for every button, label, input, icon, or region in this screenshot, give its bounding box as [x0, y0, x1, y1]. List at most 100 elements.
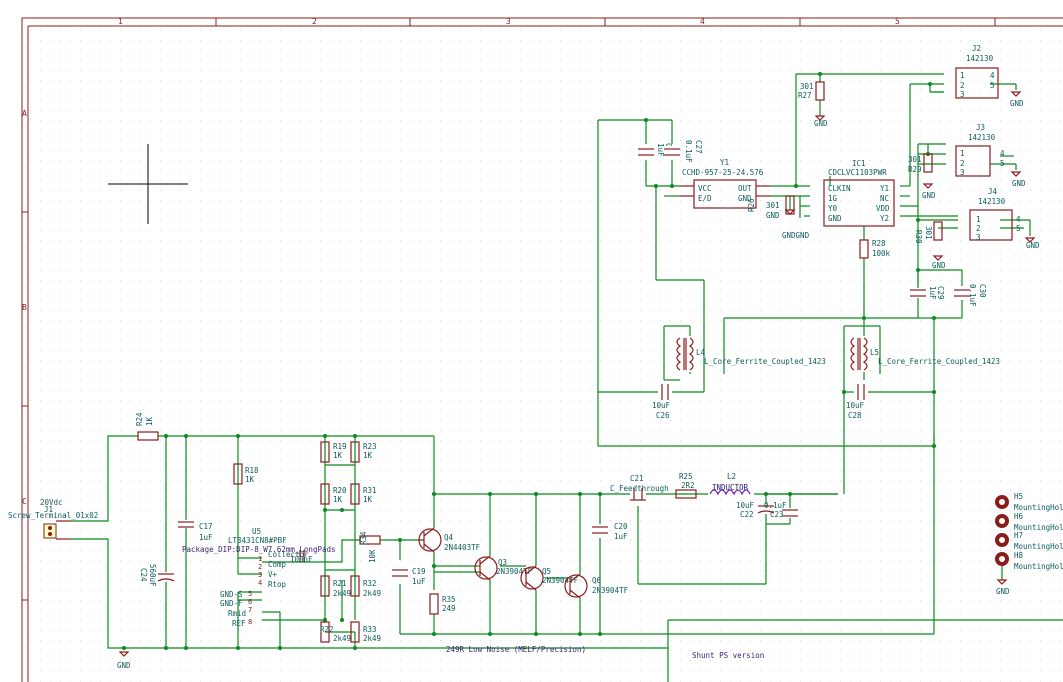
c21-value: C_Feedthrough — [610, 484, 669, 493]
r29-ref: R29 — [908, 165, 922, 174]
resistor-r22[interactable]: R22 2k49 — [320, 621, 351, 643]
u5-pin-gndf: GND-F — [220, 599, 243, 608]
resistor-r23[interactable]: R23 1K — [350, 441, 377, 463]
inductor-l2[interactable]: L2 INDUCTOR — [708, 472, 754, 498]
c23-value: 0.1uF — [764, 501, 787, 510]
connector-j3[interactable]: J3 142130 1 2 3 4 5 GND — [955, 123, 1026, 188]
capacitor-c23[interactable]: 0.1uF C23 — [764, 501, 798, 519]
l2-value: INDUCTOR — [712, 483, 749, 492]
r18-ref: R18 — [245, 466, 259, 475]
capacitor-c29[interactable]: 1uF C29 — [910, 286, 945, 300]
r30-value: 301 — [924, 226, 933, 240]
mounting-hole-h8[interactable]: H8 MountingHole GND — [995, 551, 1063, 596]
c17-ref: C17 — [199, 522, 213, 531]
u5-pinnum-5: 5 — [248, 590, 252, 598]
transistor-q4[interactable]: Q4 2N4403TF — [418, 527, 481, 553]
l2-ref: L2 — [727, 472, 736, 481]
j4-pin-5: 5 — [1016, 224, 1021, 233]
resistor-r21[interactable]: R21 2k49 — [320, 575, 351, 598]
mounting-hole-h6[interactable]: H6 MountingHole — [995, 512, 1063, 532]
resistor-r25[interactable]: R25 2R2 — [675, 472, 697, 499]
inductor-l4[interactable]: L4 L_Core_Ferrite_Coupled_1423 — [676, 336, 826, 372]
capacitor-c20[interactable]: C20 1uF — [592, 522, 628, 541]
wires — [70, 73, 1063, 682]
c22-value: 10uF — [736, 501, 755, 510]
resistor-r19[interactable]: R19 1K — [320, 441, 347, 463]
resistor-r28[interactable]: R28 100k — [859, 239, 891, 259]
j2-ref: J2 — [972, 44, 981, 53]
resistor-r20[interactable]: R20 1K — [320, 483, 347, 505]
resistor-r35[interactable]: R35 249 — [429, 593, 456, 615]
mounting-hole-h5[interactable]: H5 MountingHole — [995, 492, 1063, 512]
capacitor-c28[interactable]: 10uF C28 — [846, 384, 868, 420]
resistor-r27[interactable]: 301 R27 GND — [798, 81, 828, 128]
capacitor-c18[interactable]: 100nF — [290, 550, 313, 564]
ic-u5[interactable]: U5 LT3431CN8#PBF Package_DIP:DIP-8_W7.62… — [182, 527, 336, 628]
transistor-q3[interactable]: Q3 2N3904TF — [474, 555, 533, 581]
col-label-2: 2 — [312, 17, 317, 26]
c24-value: 560uF — [148, 564, 157, 587]
inductor-l5[interactable]: L5 L_Core_Ferrite_Coupled_1423 — [850, 336, 1000, 372]
capacitor-c30[interactable]: 0.1uF C30 — [954, 284, 987, 307]
c27-ref: C27 — [694, 140, 703, 154]
r18-value: 1K — [245, 475, 255, 484]
r27-ref: R27 — [798, 91, 812, 100]
j3-pin-1: 1 — [960, 149, 965, 158]
oscillator-y1[interactable]: Y1 CCHD-957-25-24.576 VCC E/D OUT GND — [680, 158, 770, 209]
resistor-r30[interactable]: R30 301 GND — [914, 221, 946, 270]
u5-pinnum-4: 4 — [258, 579, 262, 587]
col-label-4: 4 — [700, 17, 705, 26]
transistor-q6[interactable]: Q6 2N3904TF — [564, 573, 629, 599]
r22-ref: R22 — [320, 625, 334, 634]
capacitor-c21[interactable]: C21 C_Feedthrough — [610, 474, 669, 501]
capacitor-c22[interactable]: 10uF C22 — [736, 501, 775, 519]
l4-ref: L4 — [696, 348, 706, 357]
capacitor-c17[interactable]: C17 1uF — [178, 520, 213, 542]
resistor-r33[interactable]: R33 2k49 — [350, 621, 381, 643]
c26-value: 10uF — [652, 401, 671, 410]
note-shunt: Shunt PS version — [692, 651, 764, 660]
c20-value: 1uF — [614, 532, 628, 541]
c19-ref: C19 — [412, 567, 426, 576]
j4-ref: J4 — [988, 187, 998, 196]
transistor-q5[interactable]: Q5 2N3904TF — [520, 565, 579, 591]
u5-pinnum-2: 2 — [258, 563, 262, 571]
q5-ref: Q5 — [542, 567, 551, 576]
u5-ref: U5 — [252, 527, 261, 536]
j3-pin-5: 5 — [1000, 159, 1005, 168]
u5-pinnum-1: 1 — [258, 555, 262, 563]
capacitor-c27[interactable]: 0.1uF C27 — [664, 140, 703, 163]
resistor-r29[interactable]: 301 R29 GND — [908, 153, 936, 200]
u5-pin-comp: Comp — [268, 560, 287, 569]
u5-pin-rtop: Rtop — [268, 580, 287, 589]
r27-gnd: GND — [814, 119, 828, 128]
r19-value: 1K — [333, 451, 343, 460]
c22-ref: C22 — [740, 510, 754, 519]
row-label-b: B — [22, 303, 27, 312]
capacitor-c19[interactable]: C19 1uF — [392, 567, 426, 586]
connector-j4[interactable]: J4 142130 1 2 3 4 5 GND — [969, 187, 1040, 250]
r27-value: 301 — [800, 82, 814, 91]
r20-value: 1K — [333, 495, 343, 504]
connector-j2[interactable]: J2 142130 1 2 3 4 5 GND — [955, 44, 1024, 108]
resistor-r31[interactable]: R31 1K — [350, 483, 377, 505]
j2-pin-2: 2 — [960, 81, 965, 90]
c30-value: 0.1uF — [968, 284, 977, 307]
mounting-hole-h7[interactable]: H7 MountingHole — [995, 531, 1063, 551]
resistor-r34[interactable]: R34 10K — [359, 531, 381, 563]
resistor-r32[interactable]: R32 2k49 — [350, 575, 381, 598]
capacitor-c26[interactable]: 10uF C26 — [652, 384, 672, 420]
ic1-pin-y1: Y1 — [880, 184, 889, 193]
h6-ref: H6 — [1014, 512, 1024, 521]
r34-ref: R34 — [359, 531, 368, 545]
r19-ref: R19 — [333, 442, 347, 451]
r30-gnd: GND — [932, 261, 946, 270]
ic-ic1[interactable]: IC1 CDCLVC1103PWR CLKIN 1G Y0 GND Y1 NC … — [823, 159, 895, 227]
c29-ref: C29 — [936, 286, 945, 300]
connector-j1[interactable]: 20Vdc J1 Screw_Terminal_01x02 — [8, 498, 98, 540]
capacitor-c24[interactable]: C24 560uF — [139, 564, 175, 587]
resistor-r24[interactable]: R24 1K — [135, 412, 159, 441]
resistor-r18[interactable]: R18 1K — [233, 463, 259, 485]
j3-ref: J3 — [976, 123, 985, 132]
